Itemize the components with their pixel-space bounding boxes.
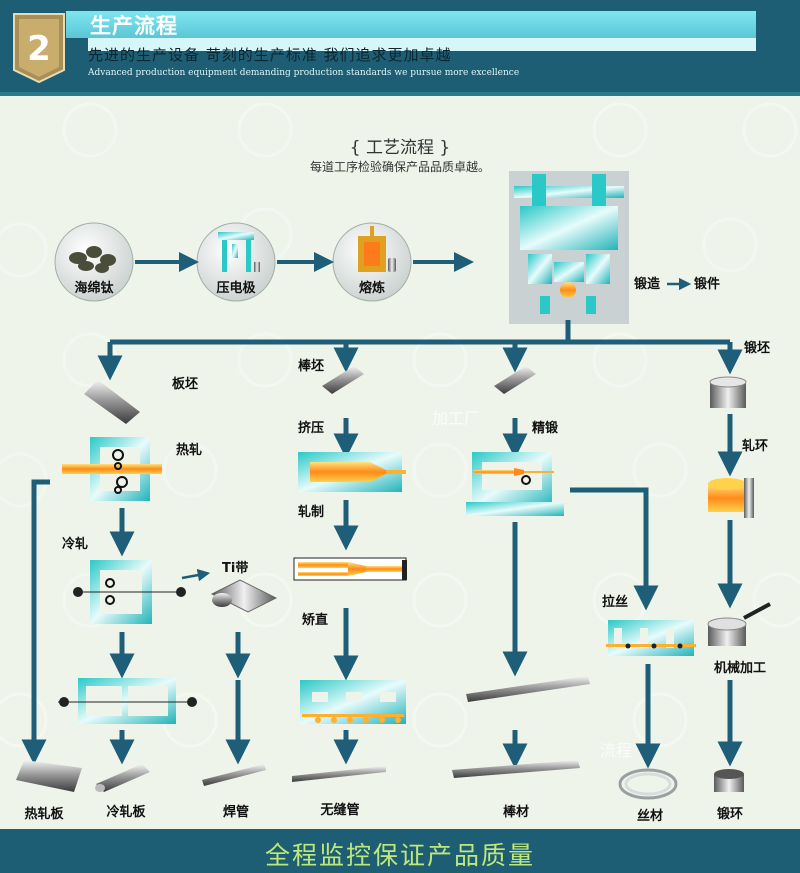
title-highlight-bar bbox=[66, 11, 756, 38]
hot-rolled-plate-shape bbox=[16, 760, 82, 792]
label-straightening: 矫直 bbox=[302, 612, 328, 628]
hot-rolling-machine bbox=[62, 437, 162, 501]
watermark-process: 流程 bbox=[600, 741, 632, 760]
finish-rolling-machine bbox=[58, 678, 197, 724]
press-electrode-node: 压电极 bbox=[196, 222, 276, 302]
bar-material-shape bbox=[452, 760, 580, 778]
welded-pipe-shape bbox=[202, 764, 266, 786]
sponge-titanium-icon bbox=[69, 246, 116, 273]
label-bar-billet: 棒坯 bbox=[298, 358, 324, 374]
ring-rolling-shape bbox=[708, 478, 754, 518]
label-extrusion: 挤压 bbox=[298, 420, 324, 436]
machining-shape bbox=[707, 602, 771, 646]
cold-rolling-machine bbox=[73, 560, 186, 624]
step-number: 2 bbox=[27, 29, 51, 69]
label-welded-pipe: 焊管 bbox=[223, 804, 249, 820]
header-divider bbox=[0, 92, 800, 96]
watermark-processing-plant: 加工厂 bbox=[432, 409, 480, 428]
cold-rolled-plate-shape bbox=[95, 764, 150, 792]
label-sponge-titanium: 海绵钛 bbox=[74, 280, 114, 296]
label-machining: 机械加工 bbox=[714, 660, 766, 676]
furnace-icon bbox=[358, 226, 396, 272]
slab-shape bbox=[84, 380, 140, 424]
wire-drawing-machine bbox=[606, 620, 696, 656]
wire-coil-shape bbox=[618, 768, 678, 800]
label-hot-rolling: 热轧 bbox=[176, 442, 202, 458]
label-wire-drawing: 拉丝 bbox=[602, 594, 628, 610]
arrow-to-ti-strip bbox=[181, 568, 211, 582]
section-title: { 工艺流程 } bbox=[349, 138, 451, 158]
press-machine-icon bbox=[218, 232, 260, 272]
label-bar-material: 棒材 bbox=[503, 804, 529, 820]
precision-billet-shape bbox=[494, 366, 536, 394]
ti-strip-coil bbox=[210, 579, 278, 613]
section-subtitle: 每道工序检验确保产品品质卓越。 bbox=[309, 160, 490, 174]
arrow-to-wire-drawing bbox=[570, 487, 659, 611]
arrow-hot-rolled-return bbox=[21, 479, 50, 765]
sponge-titanium-node: 海绵钛 bbox=[54, 222, 134, 302]
distribution-line bbox=[110, 320, 730, 345]
extrusion-machine bbox=[298, 452, 406, 492]
seamless-pipe-shape bbox=[292, 766, 386, 782]
label-seamless-pipe: 无缝管 bbox=[319, 802, 359, 818]
forging-billet-shape bbox=[709, 376, 747, 408]
label-hot-rolled-plate: 热轧板 bbox=[24, 806, 64, 822]
label-slab: 板坯 bbox=[172, 376, 198, 392]
label-forging-billet: 锻坯 bbox=[744, 340, 770, 356]
forging-press-machine bbox=[509, 171, 629, 324]
page-subtitle: 先进的生产设备 苛刻的生产标准 我们追求更加卓越 bbox=[88, 46, 452, 64]
label-precision-forging: 精锻 bbox=[532, 420, 558, 436]
subtitle-highlight-bar bbox=[88, 38, 756, 51]
label-ring-rolling: 轧环 bbox=[742, 438, 768, 454]
footer-slogan: 全程监控保证产品质量 bbox=[264, 841, 535, 870]
precision-forging-machine bbox=[466, 452, 564, 516]
pipe-rolling-shape bbox=[293, 557, 407, 581]
label-forged-ring: 锻环 bbox=[717, 806, 743, 822]
label-ti-strip: Ti带 bbox=[222, 560, 248, 576]
label-smelting: 熔炼 bbox=[359, 280, 385, 296]
label-press-electrode: 压电极 bbox=[216, 280, 256, 296]
forged-ring-shape bbox=[714, 769, 744, 792]
label-rolling: 轧制 bbox=[298, 504, 324, 520]
page-title: 生产流程 bbox=[90, 14, 178, 38]
step-badge: 2 bbox=[13, 13, 65, 84]
footer-banner bbox=[0, 829, 800, 873]
label-wire-material: 丝材 bbox=[637, 808, 663, 824]
smelting-node: 熔炼 bbox=[332, 222, 412, 302]
label-forgings: 锻件 bbox=[694, 276, 720, 292]
label-cold-rolling: 冷轧 bbox=[62, 536, 88, 552]
label-forging: 锻造 bbox=[634, 276, 661, 292]
label-cold-rolled-plate: 冷轧板 bbox=[106, 804, 146, 820]
page-subtitle-english: Advanced production equipment demanding … bbox=[88, 68, 520, 78]
bar-rod-shape bbox=[466, 676, 590, 702]
bar-billet-shape bbox=[322, 366, 364, 394]
straightening-machine bbox=[300, 680, 406, 724]
